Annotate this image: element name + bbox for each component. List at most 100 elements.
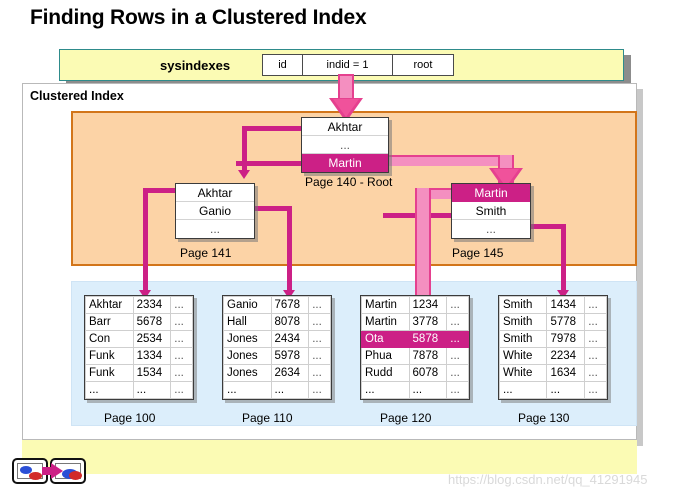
leaf-120-r3-more: ... xyxy=(446,347,469,365)
connector-145-to-130-vertical xyxy=(561,224,566,292)
index-node-page145-row-0: Martin xyxy=(452,184,530,202)
leaf-130-r0-key: Smith xyxy=(498,296,548,314)
previous-slide-icon-frame xyxy=(17,463,43,480)
index-node-page141-row-1: Ganio xyxy=(176,202,254,220)
leaf-130-r1-more: ... xyxy=(584,313,607,331)
sysindexes-cell-indid: indid = 1 xyxy=(303,55,393,75)
table-row[interactable]: ......... xyxy=(223,381,331,399)
connector-stub-root-martin xyxy=(236,161,302,166)
leaf-130-r3-more: ... xyxy=(584,347,607,365)
leaf-100-r5-more: ... xyxy=(170,381,193,399)
leaf-100-r4-value: 1534 xyxy=(132,364,172,382)
leaf-120-r4-more: ... xyxy=(446,364,469,382)
red-blob-icon xyxy=(29,472,42,480)
leaf-100-r0-value: 2334 xyxy=(132,296,172,314)
leaf-130-r4-more: ... xyxy=(584,364,607,382)
leaf-110-r3-more: ... xyxy=(308,347,331,365)
connector-141-to-100-horizontal xyxy=(143,188,177,193)
connector-root-to-141-vertical xyxy=(242,126,247,172)
leaf-110-r5-more: ... xyxy=(308,381,331,399)
leaf-110-r4-value: 2634 xyxy=(270,364,310,382)
arrow-145-to-130-head xyxy=(557,290,569,299)
page-label-141: Page 141 xyxy=(180,246,232,260)
index-node-root[interactable]: Akhtar ... Martin xyxy=(301,117,389,173)
clustered-index-panel-shadow-right xyxy=(637,89,643,446)
leaf-110-r5-key: ... xyxy=(223,381,272,399)
leaf-120-r3-key: Phua xyxy=(361,347,410,365)
leaf-130-r5-more: ... xyxy=(584,381,607,399)
leaf-100-r1-value: 5678 xyxy=(132,313,172,331)
leaf-110-r2-more: ... xyxy=(308,330,331,348)
leaf-110-r4-key: Jones xyxy=(223,364,272,382)
leaf-120-r1-key: Martin xyxy=(361,313,410,331)
leaf-100-r0-more: ... xyxy=(170,296,193,314)
leaf-130-r1-value: 5778 xyxy=(546,313,586,331)
big-arrow-root-head-fill xyxy=(333,99,359,117)
leaf-130-r4-value: 1634 xyxy=(546,364,586,382)
page-label-100: Page 100 xyxy=(104,411,156,425)
leaf-120-r4-key: Rudd xyxy=(361,364,410,382)
index-node-root-row-0: Akhtar xyxy=(302,118,388,136)
leaf-120-r5-more: ... xyxy=(446,381,469,399)
leaf-130-r3-key: White xyxy=(498,347,548,365)
leaf-120-r2-key: Ota xyxy=(361,330,410,348)
leaf-120-r2-value: 5878 xyxy=(408,330,448,348)
sysindexes-label: sysindexes xyxy=(160,58,231,73)
leaf-100-r5-value: ... xyxy=(132,381,172,399)
table-row[interactable]: ......... xyxy=(85,381,193,399)
leaf-120-r2-more: ... xyxy=(446,330,469,348)
leaf-130-r1-key: Smith xyxy=(498,313,548,331)
leaf-110-r0-more: ... xyxy=(308,296,331,314)
connector-141-to-110-vertical xyxy=(287,206,292,292)
index-node-page145-row-2: ... xyxy=(452,220,530,238)
connector-141-to-100-vertical xyxy=(143,188,148,292)
leaf-130-r2-key: Smith xyxy=(498,330,548,348)
leaf-100-r2-more: ... xyxy=(170,330,193,348)
table-row[interactable]: ......... xyxy=(361,381,469,399)
leaf-100-r3-key: Funk xyxy=(85,347,134,365)
table-row[interactable]: ......... xyxy=(498,381,607,399)
arrow-root-to-141-head xyxy=(238,170,250,179)
page-label-120: Page 120 xyxy=(380,411,432,425)
leaf-130-r2-value: 7978 xyxy=(546,330,586,348)
leaf-130-r3-value: 2234 xyxy=(546,347,586,365)
leaf-100-r3-more: ... xyxy=(170,347,193,365)
index-node-page145[interactable]: Martin Smith ... xyxy=(451,183,531,239)
leaf-120-r3-value: 7878 xyxy=(408,347,448,365)
leaf-130-r0-value: 1434 xyxy=(546,296,586,314)
leaf-100-r4-key: Funk xyxy=(85,364,134,382)
page-label-145: Page 145 xyxy=(452,246,504,260)
index-node-page141[interactable]: Akhtar Ganio ... xyxy=(175,183,255,239)
leaf-100-r1-key: Barr xyxy=(85,313,134,331)
index-node-page141-row-0: Akhtar xyxy=(176,184,254,202)
leaf-110-r1-key: Hall xyxy=(223,313,272,331)
leaf-130-r5-value: ... xyxy=(546,381,586,399)
